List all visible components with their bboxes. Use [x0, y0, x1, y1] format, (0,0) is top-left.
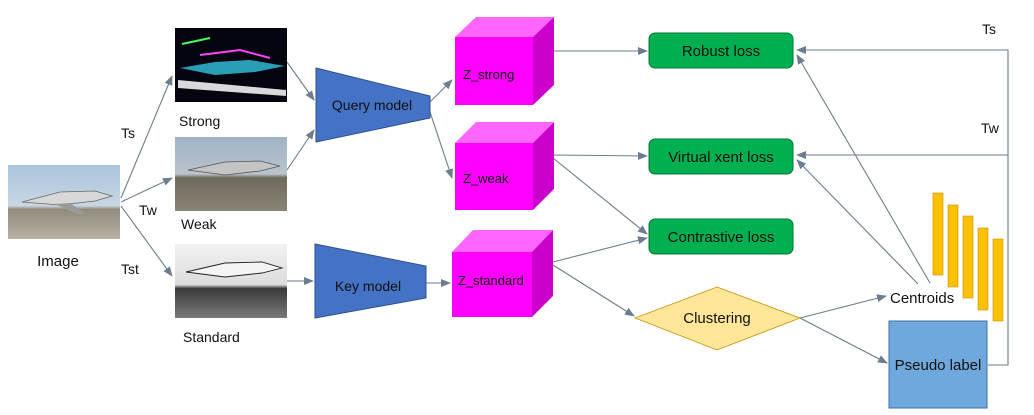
- edge-clustering-centroids: [799, 294, 887, 319]
- edge-image-strong: [120, 75, 173, 199]
- query-model: Query model: [315, 67, 431, 143]
- centroid-bar: [992, 238, 1004, 322]
- embedding-z-strong-label: Z_strong: [463, 67, 514, 82]
- contrastive-loss-label: Contrastive loss: [668, 229, 775, 246]
- embedding-z-weak: Z_weak: [455, 122, 554, 210]
- query-model-label: Query model: [332, 97, 412, 113]
- view-standard-label: Standard: [183, 329, 240, 345]
- view-standard: Standard: [175, 244, 287, 345]
- key-model-label: Key model: [335, 278, 401, 294]
- view-strong-label: Strong: [179, 113, 220, 129]
- embedding-z-weak-cube: [455, 143, 533, 210]
- input-image: Image: [8, 165, 120, 270]
- virtual-xent-loss: Virtual xent loss: [648, 138, 794, 175]
- edge-image-standard: [120, 205, 173, 277]
- edge-query-zstrong: [429, 79, 453, 103]
- edge-clustering-pseudo: [799, 317, 888, 364]
- robust-loss: Robust loss: [648, 32, 794, 69]
- robust-loss-box: [648, 32, 794, 69]
- centroid-bar: [947, 204, 959, 288]
- contrastive-loss-box: [648, 218, 794, 255]
- transform-tst-label: Tst: [121, 261, 139, 277]
- clustering: Clustering: [633, 286, 802, 351]
- centroids: Centroids: [890, 192, 1004, 322]
- edge-zstandard-contrastive: [552, 236, 648, 263]
- robust-loss-label: Robust loss: [682, 43, 760, 60]
- embedding-z-weak-label: Z_weak: [463, 171, 509, 186]
- embedding-z-standard: Z_standard: [452, 230, 553, 317]
- edge-zstandard-clustering: [552, 264, 635, 317]
- centroid-bar: [962, 215, 974, 299]
- pseudo-label-label: Pseudo label: [895, 357, 982, 374]
- edge-zweak-contrastive: [552, 157, 648, 235]
- jet-icon: [187, 160, 281, 176]
- feedback-ts-label: Ts: [982, 21, 996, 37]
- embedding-z-standard-cube: [452, 252, 532, 317]
- edge-image-weak: [120, 177, 173, 203]
- centroid-bar: [932, 192, 944, 276]
- key-model-shape: [314, 243, 427, 319]
- feedback-tw-label: Tw: [981, 120, 1000, 136]
- view-weak-label: Weak: [181, 216, 218, 232]
- view-weak: Weak: [175, 137, 287, 232]
- transform-ts-label: Ts: [121, 125, 135, 141]
- view-standard-photo: [175, 244, 287, 318]
- edges: [120, 46, 1009, 366]
- embedding-z-standard-label: Z_standard: [458, 273, 524, 288]
- query-model-shape: [315, 67, 431, 143]
- embedding-z-strong-cube: [455, 37, 533, 105]
- jet-icon: [185, 261, 284, 278]
- key-model: Key model: [314, 243, 427, 319]
- edge-zweak-virtual: [552, 151, 648, 160]
- input-image-label: Image: [37, 253, 79, 270]
- edge-centroids-virtual: [796, 159, 919, 285]
- edge-feedback-ts: [796, 46, 1009, 366]
- virtual-xent-loss-box: [648, 138, 794, 175]
- transform-tw-label: Tw: [139, 202, 158, 218]
- centroid-bar: [977, 227, 989, 311]
- clustering-diamond: [633, 286, 802, 351]
- centroids-label: Centroids: [890, 290, 954, 307]
- pseudo-label: Pseudo label: [888, 320, 988, 409]
- clustering-label: Clustering: [683, 310, 751, 327]
- edge-weak-query: [286, 129, 315, 171]
- contrastive-loss: Contrastive loss: [648, 218, 794, 255]
- edge-centroids-robust: [796, 54, 931, 284]
- edge-strong-query: [286, 61, 315, 101]
- embedding-z-strong: Z_strong: [455, 17, 554, 105]
- virtual-xent-loss-label: Virtual xent loss: [668, 149, 774, 166]
- view-strong: Strong: [175, 28, 287, 129]
- pseudo-label-box: [888, 320, 988, 409]
- edge-query-zweak: [429, 111, 453, 179]
